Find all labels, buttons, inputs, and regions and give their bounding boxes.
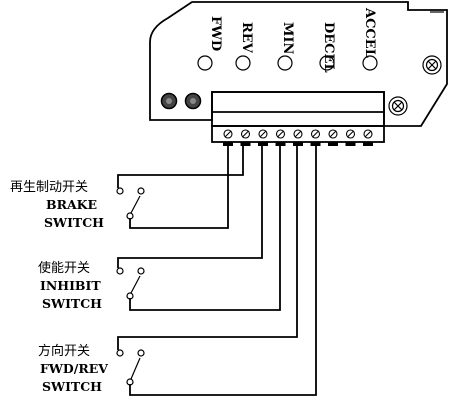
fwd-rev-switch-cn: 方向开关 bbox=[38, 343, 90, 359]
terminal-pin bbox=[345, 142, 356, 146]
fwd-rev-switch-en-2: SWITCH bbox=[42, 379, 102, 394]
terminal-screw-icon bbox=[240, 129, 251, 139]
terminal-pin bbox=[363, 142, 373, 146]
indicator-label-fwd: FWD bbox=[208, 16, 223, 51]
mount-screw-top-icon bbox=[422, 55, 442, 75]
indicator-label-decel: DECEL bbox=[321, 22, 336, 73]
brake-switch-en-1: BRAKE bbox=[46, 197, 97, 212]
switch-label-brake: 再生制动开关 BRAKE SWITCH bbox=[10, 180, 104, 230]
terminal-screw-icon bbox=[223, 129, 233, 139]
inhibit-switch-en-2: SWITCH bbox=[42, 296, 102, 311]
indicator-label-rev: REV bbox=[239, 22, 254, 54]
terminal-screw-icon bbox=[363, 129, 373, 139]
terminal-block bbox=[211, 91, 385, 146]
terminal-screw-icon bbox=[328, 129, 338, 139]
switch-label-inhibit: 使能开关 INHIBIT SWITCH bbox=[38, 260, 102, 311]
inhibit-switch-en-1: INHIBIT bbox=[40, 278, 101, 293]
led-fwd bbox=[197, 55, 213, 71]
led-min bbox=[277, 55, 293, 71]
indicator-labels: FWD REV MIN DECEL ACCEL bbox=[208, 7, 377, 73]
terminal-screw-icon bbox=[293, 129, 303, 139]
terminal-screw-icon bbox=[258, 129, 268, 139]
led-rev bbox=[235, 55, 251, 71]
inhibit-switch-cn: 使能开关 bbox=[38, 260, 90, 276]
brake-switch-en-2: SWITCH bbox=[44, 215, 104, 230]
wiring bbox=[117, 142, 317, 396]
terminal-pin bbox=[258, 142, 268, 146]
fwd-rev-switch-en-1: FWD/REV bbox=[40, 361, 108, 376]
indicator-leds bbox=[197, 55, 378, 71]
terminal-pin bbox=[293, 142, 303, 146]
switch-fwd-rev-icon bbox=[116, 349, 145, 386]
brake-switch-cn: 再生制动开关 bbox=[10, 180, 88, 195]
terminal-pin bbox=[328, 142, 338, 146]
switch-inhibit-icon bbox=[116, 267, 145, 300]
indicator-label-min: MIN bbox=[280, 22, 295, 54]
terminal-pin bbox=[240, 142, 251, 146]
terminal-screw-icon bbox=[345, 129, 356, 139]
trim-pots bbox=[160, 92, 202, 110]
switch-label-fwd-rev: 方向开关 FWD/REV SWITCH bbox=[38, 343, 108, 394]
mount-screw-bottom-icon bbox=[388, 96, 408, 116]
indicator-label-accel: ACCEL bbox=[362, 7, 377, 58]
led-accel bbox=[362, 55, 378, 71]
terminal-screw-icon bbox=[275, 129, 286, 139]
led-decel bbox=[319, 55, 335, 71]
terminal-screw-icon bbox=[310, 129, 321, 139]
switch-brake-icon bbox=[116, 187, 145, 220]
